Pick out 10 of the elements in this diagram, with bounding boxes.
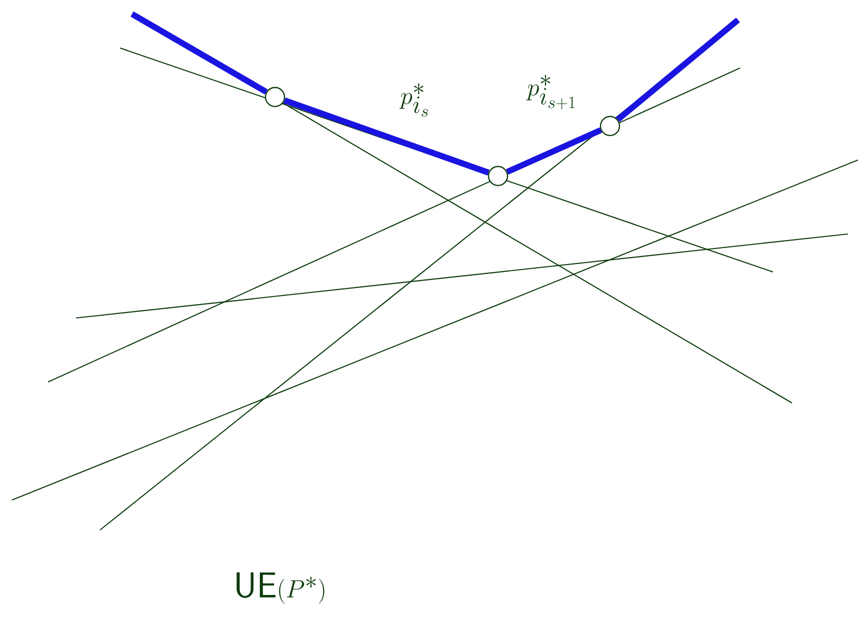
vertex-circle bbox=[264, 86, 286, 108]
vertex-circle bbox=[600, 116, 620, 136]
math-label: $\mathsf{UE}(P^*)$ bbox=[236, 572, 324, 604]
math-label: $p^*_{i_{s+1}}$ bbox=[526, 74, 575, 110]
envelope-segment bbox=[616, 18, 740, 122]
envelope-segment bbox=[284, 98, 490, 176]
envelope-segment bbox=[130, 11, 268, 95]
envelope-segment bbox=[506, 127, 602, 175]
math-label: $p^*_{i_s}$ bbox=[399, 83, 428, 117]
vertex-circle bbox=[488, 166, 508, 186]
